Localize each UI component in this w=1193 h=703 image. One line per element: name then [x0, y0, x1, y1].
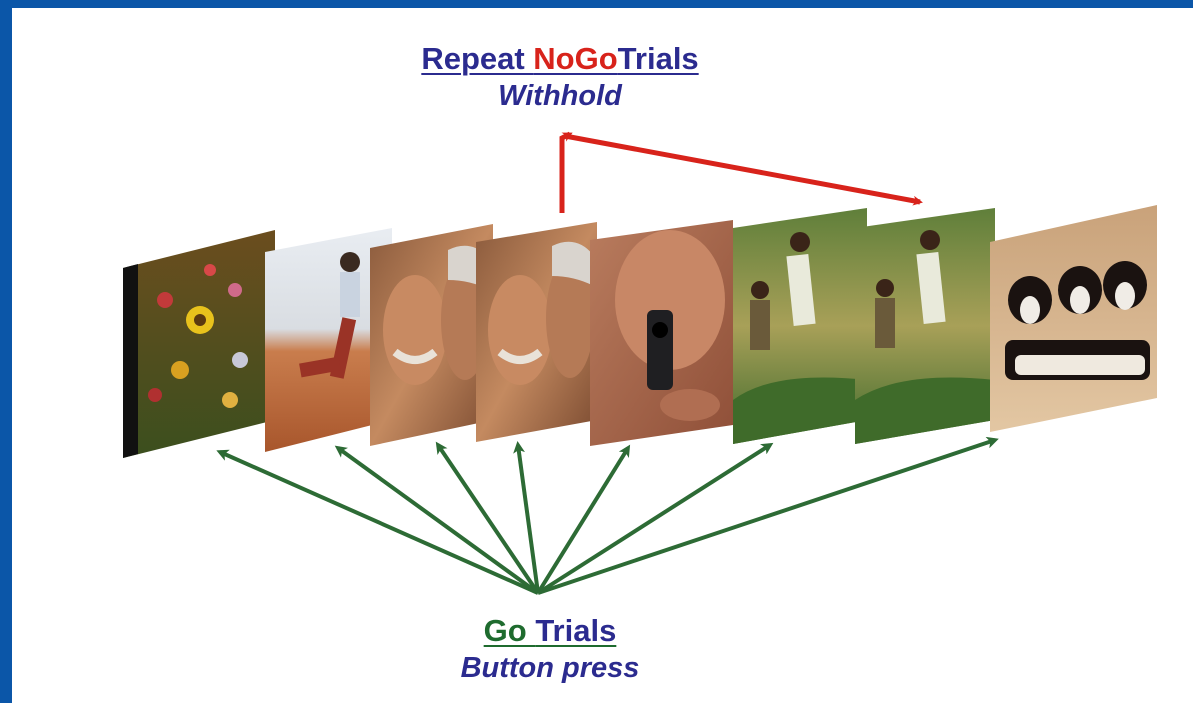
children-running-image	[733, 208, 867, 444]
nogo-subtitle: Withhold	[498, 80, 622, 112]
go-arrow	[216, 449, 539, 595]
nogo-label: Repeat NoGoTrials Withhold	[300, 40, 820, 114]
go-subtitle: Button press	[460, 652, 640, 684]
old-men-faces-repeat-image	[476, 222, 597, 442]
nogo-arrows	[559, 131, 923, 213]
children-running-repeat-image	[855, 208, 995, 444]
nogo-title-nogo: NoGo	[533, 41, 618, 76]
nogo-arrow-right	[564, 133, 923, 206]
go-title: Go Trials	[484, 612, 617, 650]
old-men-faces-image	[370, 224, 493, 446]
frame-left-border	[0, 0, 12, 703]
go-arrow	[435, 441, 540, 595]
go-label: Go Trials Button press	[340, 612, 760, 686]
man-on-sand-image	[265, 228, 392, 452]
go-arrows	[216, 436, 999, 595]
frame-top-border	[0, 0, 1193, 8]
nogo-title-trials: Trials	[617, 41, 699, 76]
go-title-go: Go	[483, 613, 536, 648]
nogo-arrow-down	[559, 131, 573, 213]
go-arrow	[536, 444, 631, 595]
go-arrow	[536, 442, 774, 595]
go-arrow	[537, 436, 999, 595]
puppies-image	[990, 205, 1157, 432]
go-arrow	[334, 445, 540, 595]
pointed-gun-image	[590, 220, 733, 446]
nogo-title: Repeat NoGoTrials	[421, 40, 698, 78]
flowers-image	[123, 230, 275, 458]
nogo-title-repeat: Repeat	[421, 41, 534, 76]
go-arrow	[513, 441, 540, 594]
go-title-trials: Trials	[535, 613, 617, 648]
